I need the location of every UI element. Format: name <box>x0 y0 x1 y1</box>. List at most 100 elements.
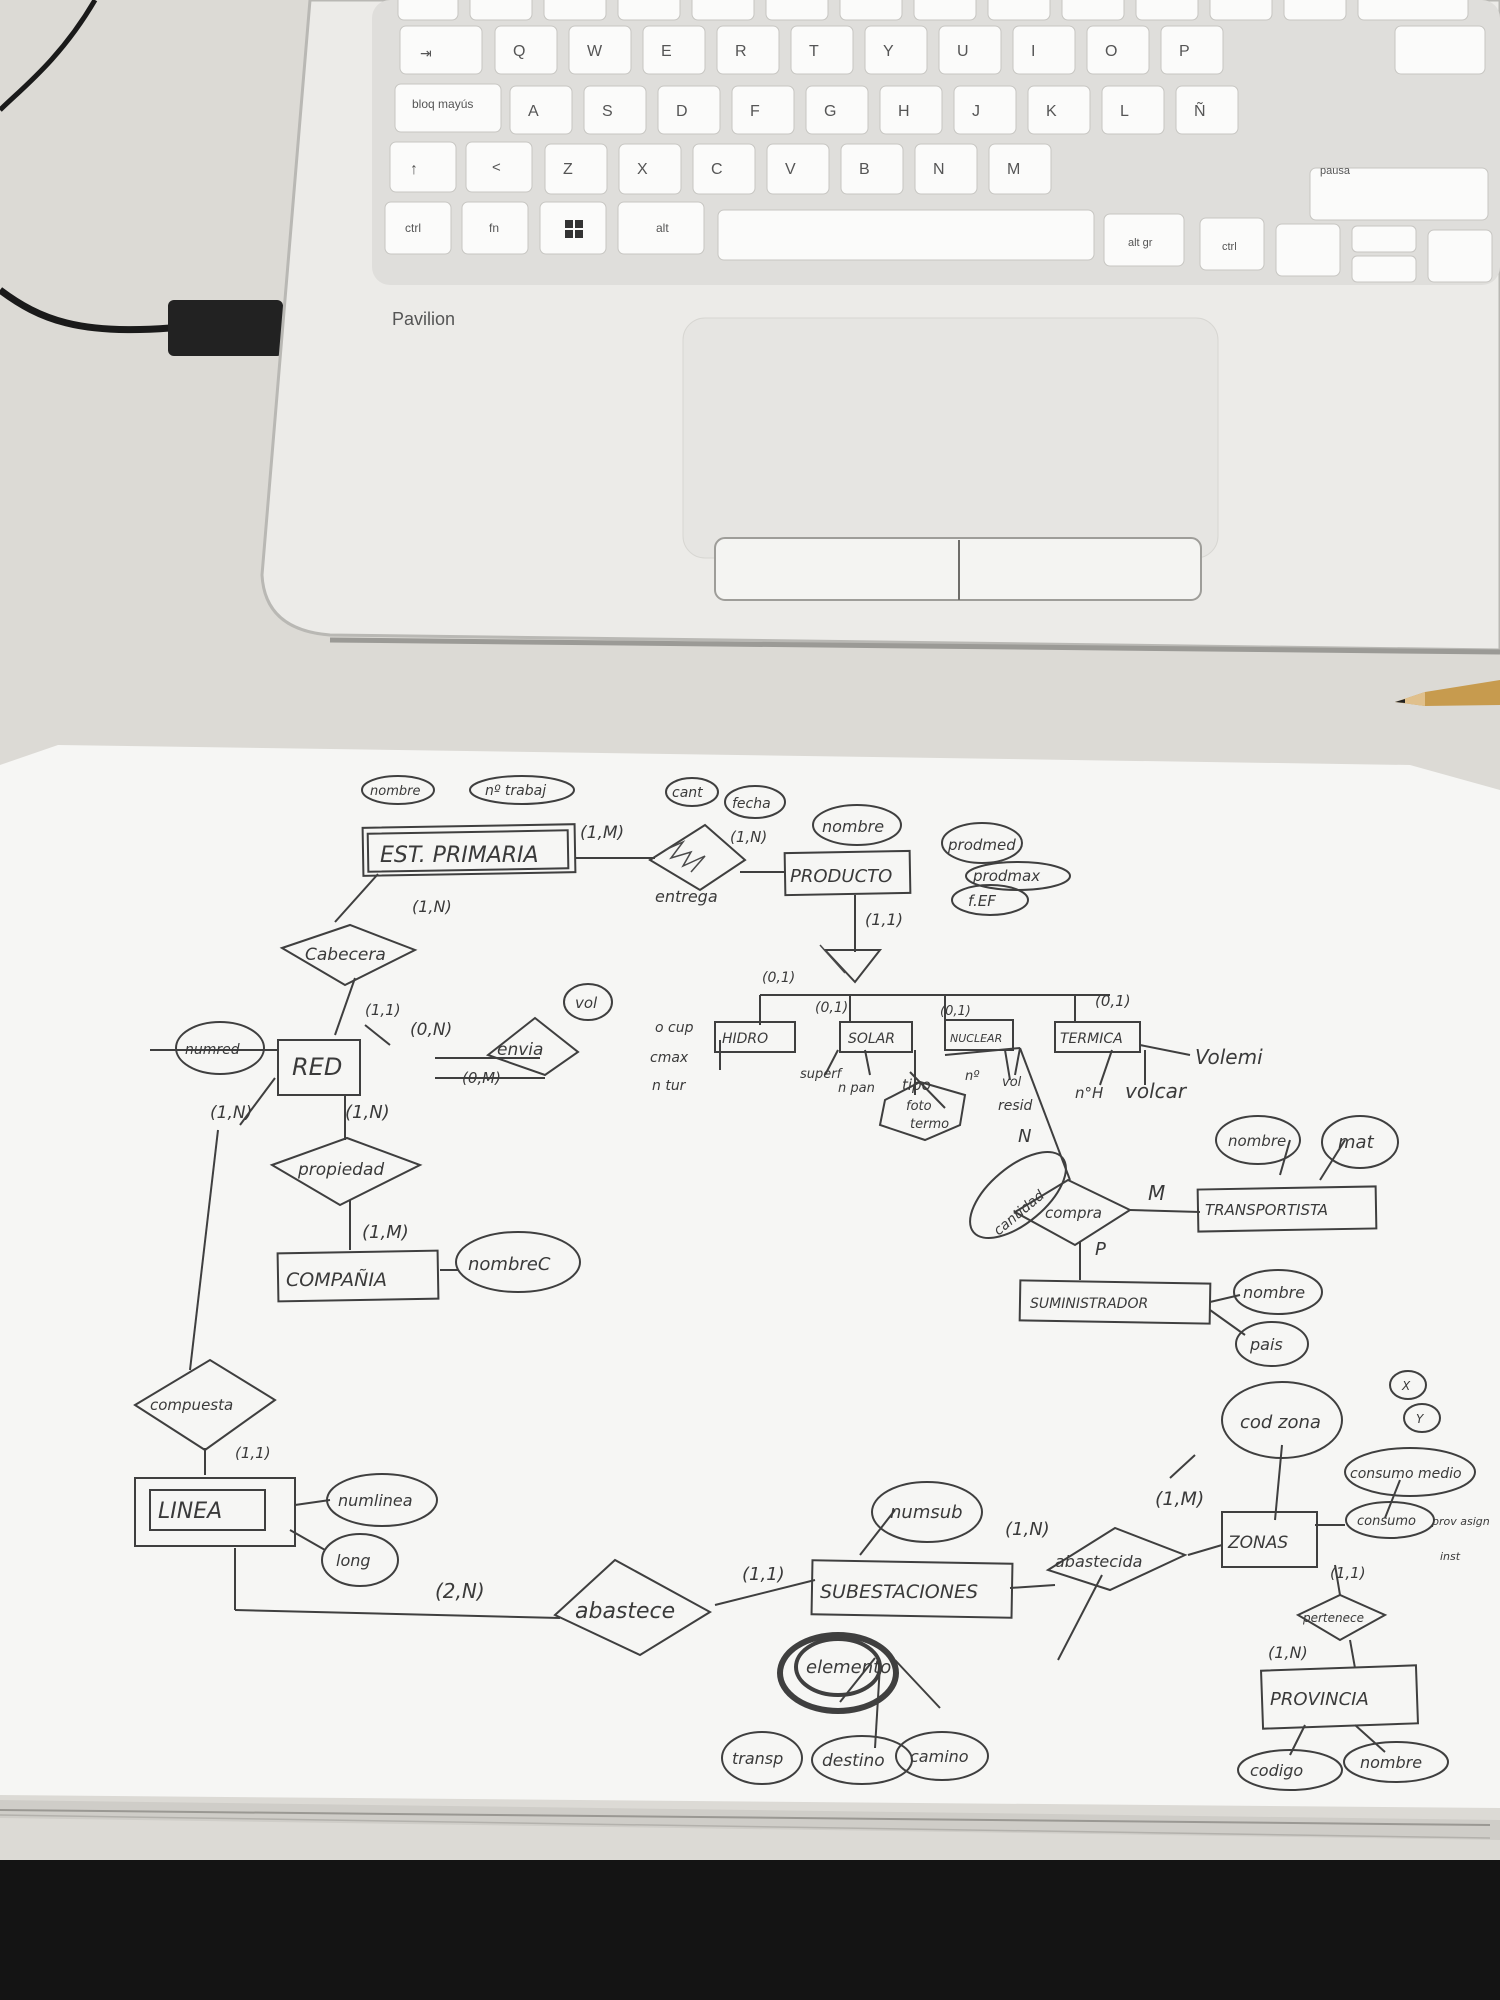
attr-foto: foto <box>906 1099 932 1114</box>
attr-cant: cant <box>672 785 703 801</box>
attr-vol: vol <box>575 994 598 1012</box>
attr-c-max: cmax <box>650 1050 689 1066</box>
rel-abastecida-diamond <box>1045 1526 1188 1592</box>
card-c20: (0,1) <box>940 1004 971 1019</box>
key-q-7 <box>1012 25 1076 75</box>
attr-transp: transp <box>732 1749 783 1768</box>
attr-cons-medio: consumo medio <box>1350 1466 1462 1482</box>
key-z-0-label: Z <box>563 161 573 178</box>
card-c19: (0,1) <box>815 1000 848 1016</box>
attr-nombre-est-ellipse <box>361 775 435 805</box>
attr-consumo: consumo <box>1357 1514 1416 1529</box>
card-c16: (1,1) <box>1330 1564 1366 1582</box>
ctrl-right-key <box>1199 217 1265 271</box>
key-q-2 <box>642 25 706 75</box>
attr-fecha: fecha <box>732 796 771 812</box>
card-c6: (0,N) <box>410 1020 452 1040</box>
entity-est-primaria: EST. PRIMARIA <box>380 843 539 868</box>
key-q-6-label: U <box>957 43 969 60</box>
key-a-5-label: H <box>898 103 910 120</box>
rel-compra: compra <box>1045 1204 1102 1222</box>
entity-termica: TERMICA <box>1060 1031 1123 1047</box>
attr-n-tur: n tur <box>652 1078 687 1094</box>
attr-nombre-sum-ellipse <box>1233 1269 1323 1315</box>
rel-envia: envia <box>497 1040 543 1060</box>
attr-n-reac: nº <box>965 1069 979 1084</box>
attr-y-ellipse <box>1403 1403 1441 1433</box>
tab-key <box>399 25 483 75</box>
rel-entrega-diamond <box>648 823 747 892</box>
card-c7: (0,M) <box>462 1069 501 1087</box>
entity-est-primaria-inner <box>366 829 570 873</box>
entity-subestaciones: SUBESTACIONES <box>820 1581 978 1603</box>
windows-logo-icon <box>565 220 583 238</box>
card-c17: (1,N) <box>1268 1643 1308 1662</box>
key-a-6 <box>953 85 1017 135</box>
attr-f-ef: f.EF <box>968 892 996 910</box>
card-c2: (1,M) <box>580 823 624 843</box>
key-a-8-label: L <box>1120 103 1129 120</box>
entity-boxes <box>134 823 1419 1730</box>
attr-numsub: numsub <box>890 1502 963 1523</box>
usb-plug <box>168 300 283 356</box>
attr-n-paneles: n pan <box>838 1081 875 1096</box>
keyboard-row-top <box>397 0 1469 21</box>
attr-nombre-est: nombre <box>370 784 420 799</box>
attr-elemento-ellipse-outer <box>777 1632 899 1714</box>
card-c12: (2,N) <box>435 1579 485 1603</box>
shift-glyph: ↑ <box>410 161 418 178</box>
key-z-5-label: N <box>933 161 945 178</box>
pause-label: pausa <box>1320 165 1351 177</box>
rel-propiedad: propiedad <box>297 1160 384 1180</box>
key-q-9-label: P <box>1179 43 1190 60</box>
entity-suministrador-box <box>1018 1279 1212 1325</box>
rel-abastece: abastece <box>575 1599 675 1624</box>
attr-numred: numred <box>185 1042 240 1058</box>
fn-key <box>461 201 529 255</box>
entity-hidro: HIDRO <box>722 1031 768 1047</box>
rel-pertenece: pertenece <box>1302 1611 1364 1625</box>
key-z-4-label: B <box>859 161 870 178</box>
key-a-7 <box>1027 85 1091 135</box>
altgr-key <box>1103 213 1185 267</box>
key-z-5 <box>914 143 978 195</box>
attr-inst: inst <box>1440 1550 1461 1563</box>
attr-elemento-ellipse <box>794 1637 882 1697</box>
attr-x-ellipse <box>1389 1370 1427 1400</box>
attr-elemento: elemento <box>806 1657 891 1678</box>
card-n: N <box>1018 1126 1031 1147</box>
touchpad <box>682 317 1219 559</box>
entity-termica-box <box>1054 1021 1141 1053</box>
key-q-1 <box>568 25 632 75</box>
key-q-9 <box>1160 25 1224 75</box>
card-c11: (1,1) <box>235 1444 271 1462</box>
rel-envia-diamond <box>485 1016 580 1077</box>
card-c8: (1,N) <box>210 1103 252 1123</box>
ctrl-label: ctrl <box>405 221 421 235</box>
paper-sheet-shadow-2 <box>0 1814 1491 1839</box>
attr-vol-ellipse <box>563 983 613 1021</box>
fn-label: fn <box>489 221 499 235</box>
laptop-edge <box>329 637 1500 655</box>
attr-cantidad-ellipse <box>969 1150 1067 1240</box>
arrow-right-key <box>1427 229 1493 283</box>
attr-nombre-transp-ellipse <box>1215 1115 1301 1165</box>
key-q-5 <box>864 25 928 75</box>
pause-key <box>1309 167 1489 221</box>
attr-cons-medio-ellipse <box>1344 1447 1476 1497</box>
angle-glyph: < <box>492 159 501 176</box>
entity-transportista-box <box>1196 1185 1378 1233</box>
key-z-1-label: X <box>637 161 648 178</box>
attr-numred-ellipse <box>175 1021 265 1075</box>
key-q-5-label: Y <box>883 43 894 60</box>
key-a-2-label: D <box>676 103 688 120</box>
key-a-6-label: J <box>972 103 980 120</box>
attr-numlinea: numlinea <box>338 1491 413 1510</box>
entity-red-box <box>277 1039 361 1096</box>
attr-mat-ellipse <box>1321 1115 1399 1169</box>
attr-tipo: tipo <box>902 1076 931 1094</box>
scribble-marks <box>664 840 846 974</box>
attr-transp-ellipse <box>721 1731 803 1785</box>
